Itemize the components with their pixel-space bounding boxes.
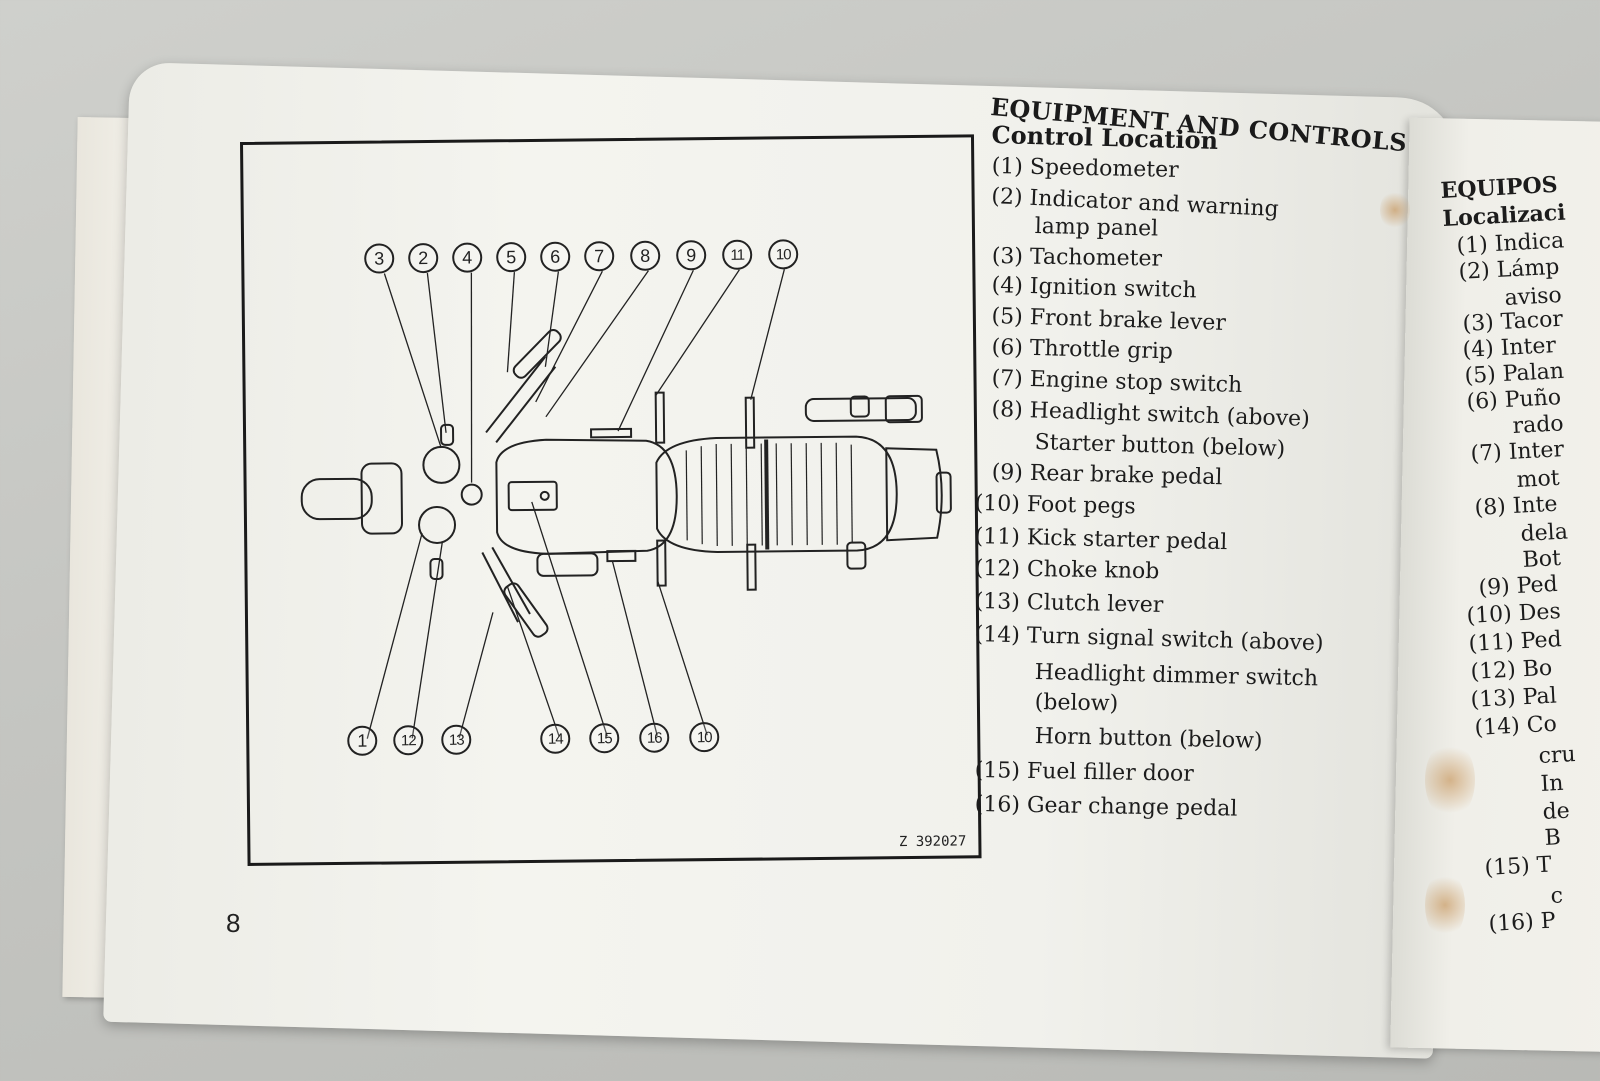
- right-line: (9) Ped: [1478, 571, 1559, 601]
- page-number: 8: [226, 908, 241, 938]
- fuel-tank: [495, 438, 678, 555]
- exhaust-pipe: [804, 397, 917, 423]
- motorcycle-diagram: 3 2 4 5 6 7 8 9 11 10 1 12 13 14 15 16 1…: [240, 134, 982, 866]
- page-subheading: Control Location: [991, 120, 1219, 155]
- right-line: (3) Tacor: [1462, 306, 1564, 337]
- tachometer-gauge: [422, 445, 461, 484]
- foot-peg: [656, 539, 667, 587]
- list-item: lamp panel: [1034, 214, 1159, 242]
- right-line: cru: [1538, 742, 1577, 769]
- kick-starter: [590, 427, 633, 439]
- right-line: c: [1550, 883, 1564, 909]
- stain: [1425, 870, 1465, 940]
- right-line: Bot: [1522, 545, 1562, 573]
- callout-5: 5: [496, 242, 527, 273]
- stain: [1425, 740, 1475, 820]
- callout-10: 10: [689, 722, 720, 753]
- list-item: Horn button (below): [1034, 724, 1263, 754]
- callout-3: 3: [364, 243, 395, 274]
- tail-light: [935, 471, 952, 514]
- top-callouts: 3 2 4 5 6 7 8 9 11 10: [364, 237, 964, 283]
- right-line: (7) Inter: [1470, 437, 1565, 467]
- foot-peg: [746, 543, 757, 591]
- rear-fender: [885, 447, 943, 542]
- right-line: de: [1542, 798, 1571, 825]
- speedometer-gauge: [418, 505, 457, 544]
- right-line: (16) P: [1488, 908, 1557, 937]
- figure-code: Z 392027: [898, 833, 967, 851]
- gear-change-pedal: [606, 549, 637, 563]
- list-item: (9) Rear brake pedal: [991, 460, 1223, 491]
- callout-6: 6: [540, 241, 571, 272]
- motorcycle-illustration: [300, 269, 952, 739]
- seat: [655, 435, 898, 554]
- fuel-filler-door: [507, 480, 558, 512]
- callout-11: 11: [722, 239, 753, 270]
- list-item: (16) Gear change pedal: [974, 792, 1238, 822]
- right-line: (5) Palan: [1464, 358, 1565, 389]
- right-line: dela: [1520, 519, 1569, 547]
- list-item: (1) Speedometer: [991, 154, 1179, 183]
- right-line: B: [1544, 825, 1562, 851]
- callout-7: 7: [584, 241, 615, 272]
- stain: [1380, 190, 1410, 230]
- list-item: (6) Throttle grip: [991, 335, 1174, 365]
- ignition-switch: [460, 483, 483, 506]
- right-line: (14) Co: [1474, 711, 1558, 741]
- right-line: (8) Inte: [1474, 491, 1559, 521]
- list-item: (below): [1034, 690, 1119, 717]
- list-item: (3) Tachometer: [991, 244, 1163, 272]
- list-item: (4) Ignition switch: [991, 273, 1197, 304]
- right-line: (15) T: [1484, 852, 1553, 881]
- callout-2: 2: [408, 242, 439, 274]
- callout-12: 12: [393, 725, 424, 756]
- list-item: (13) Clutch lever: [974, 589, 1164, 618]
- callout-1: 1: [347, 725, 378, 756]
- foot-peg: [654, 391, 666, 444]
- right-line: (11) Ped: [1468, 627, 1563, 657]
- bottom-callouts: 1 12 13 14 15 16 10: [347, 720, 947, 766]
- callout-16: 16: [639, 722, 670, 753]
- right-line: mot: [1516, 465, 1561, 493]
- list-item: (15) Fuel filler door: [974, 758, 1194, 787]
- callout-10: 10: [768, 239, 799, 270]
- list-item: (10) Foot pegs: [974, 491, 1137, 520]
- foot-peg: [744, 396, 756, 449]
- callout-14: 14: [540, 723, 571, 754]
- right-line: In: [1540, 770, 1565, 797]
- right-line: (10) Des: [1466, 599, 1562, 629]
- headlight: [360, 462, 404, 535]
- clutch-grip: [503, 582, 549, 638]
- callout-8: 8: [630, 240, 661, 271]
- list-item: (12) Choke knob: [974, 556, 1160, 585]
- callout-9: 9: [676, 240, 707, 271]
- right-line: rado: [1512, 411, 1565, 439]
- right-line: (2) Lámp: [1458, 254, 1560, 285]
- front-tire: [300, 477, 373, 521]
- right-line: (4) Inter: [1462, 333, 1557, 363]
- right-line: (13) Pal: [1470, 683, 1558, 713]
- callout-4: 4: [452, 242, 483, 273]
- throttle-grip: [512, 329, 562, 379]
- right-line: (12) Bo: [1470, 655, 1553, 685]
- callout-13: 13: [441, 724, 472, 755]
- callout-15: 15: [589, 723, 620, 754]
- right-line: (6) Puño: [1466, 385, 1562, 415]
